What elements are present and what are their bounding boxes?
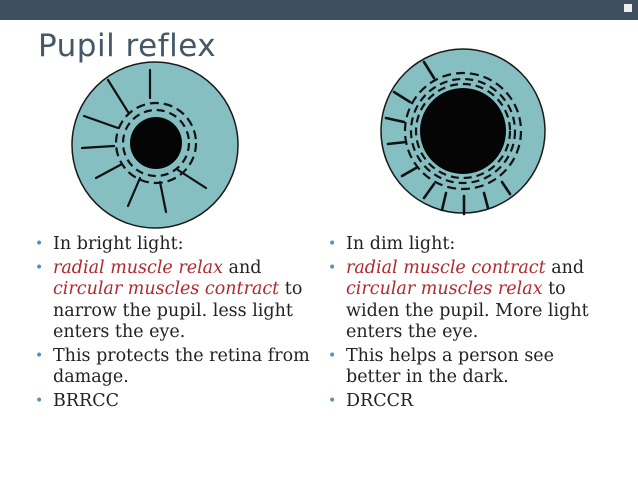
bright-light-text-column: • In bright light: • radial muscle relax… bbox=[30, 234, 320, 414]
top-accent-bar bbox=[0, 0, 638, 20]
circular-muscle-text: circular muscles relax bbox=[346, 279, 543, 299]
pupil-large bbox=[420, 88, 506, 174]
list-item: • DRCCR bbox=[328, 390, 414, 411]
list-item: • radial muscle relax and circular muscl… bbox=[35, 257, 303, 343]
list-item: • In dim light: bbox=[328, 234, 456, 254]
bullet-icon: • bbox=[35, 392, 44, 409]
circular-muscle-rings bbox=[403, 71, 523, 191]
bullet-icon: • bbox=[35, 259, 44, 276]
page-title: Pupil reflex bbox=[38, 28, 217, 64]
list-item: • In bright light: bbox=[35, 234, 184, 254]
eye-bright-light-icon bbox=[71, 61, 239, 229]
bullet-icon: • bbox=[35, 347, 44, 364]
bullet-icon: • bbox=[328, 347, 337, 364]
list-item: • This helps a person see better in the … bbox=[328, 345, 555, 388]
radial-muscle-lines bbox=[80, 68, 208, 214]
circular-muscle-rings bbox=[114, 101, 198, 185]
bullet-icon: • bbox=[328, 392, 337, 409]
radial-muscle-text: radial muscle contract bbox=[346, 257, 546, 278]
pupil-small bbox=[130, 117, 182, 169]
dim-light-text-column: • In dim light: • radial muscle contract… bbox=[323, 234, 613, 414]
radial-muscle-text: radial muscle relax bbox=[53, 257, 223, 278]
list-item: • radial muscle contract and circular mu… bbox=[328, 257, 589, 343]
circular-muscle-text: circular muscles contract bbox=[53, 279, 280, 299]
radial-muscle-lines bbox=[384, 60, 512, 216]
eye-dim-light-icon bbox=[380, 48, 546, 216]
corner-square-icon bbox=[624, 4, 632, 12]
bullet-icon: • bbox=[35, 236, 44, 252]
bullet-icon: • bbox=[328, 236, 337, 252]
bullet-icon: • bbox=[328, 259, 337, 276]
list-item: • This protects the retina from damage. bbox=[35, 345, 310, 388]
list-item: • BRRCC bbox=[35, 390, 119, 411]
